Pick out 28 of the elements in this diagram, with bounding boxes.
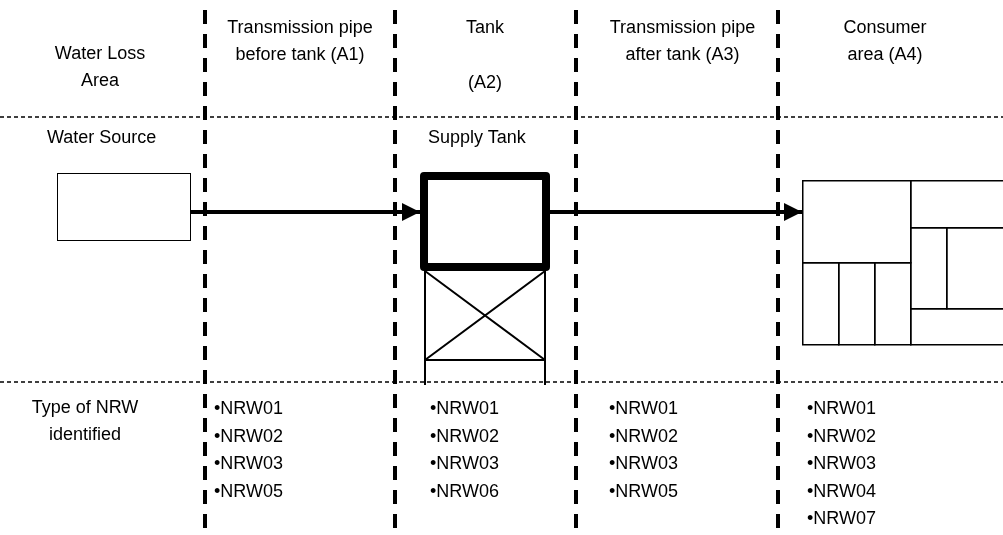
column-header: Water Loss Area [53, 42, 147, 92]
column-header: Transmission pipe after tank (A3) [608, 16, 757, 66]
nrw-code: •NRW04 [807, 479, 876, 502]
nrw-code: •NRW01 [609, 397, 678, 419]
nrw-code: •NRW02 [609, 424, 678, 447]
nrw-code: •NRW03 [214, 452, 283, 474]
nrw-code: •NRW03 [430, 452, 499, 474]
arrow [550, 203, 802, 221]
column-header: Type of NRW identified [30, 396, 140, 446]
nrw-code: •NRW02 [430, 424, 499, 447]
nrw-code: •NRW07 [807, 507, 876, 529]
column-header: Transmission pipe before tank (A1) [226, 16, 374, 66]
nrw-code: •NRW01 [430, 397, 499, 419]
nrw-code: •NRW03 [807, 452, 876, 474]
nrw-code: •NRW05 [609, 479, 678, 502]
column-header: Tank [465, 16, 505, 39]
nrw-code: •NRW01 [214, 397, 283, 419]
column-header: Consumer area (A4) [842, 16, 928, 66]
node-heading: Supply Tank [428, 126, 526, 148]
node-heading: Water Source [47, 126, 157, 148]
nrw-code: •NRW02 [807, 424, 876, 447]
column-header: (A2) [467, 71, 503, 94]
arrow [191, 203, 420, 221]
nrw-code: •NRW02 [214, 424, 283, 447]
nrw-code: •NRW01 [807, 397, 876, 419]
nrw-code: •NRW06 [430, 479, 499, 502]
nrw-code: •NRW03 [609, 452, 678, 474]
nrw-code: •NRW05 [214, 479, 283, 502]
